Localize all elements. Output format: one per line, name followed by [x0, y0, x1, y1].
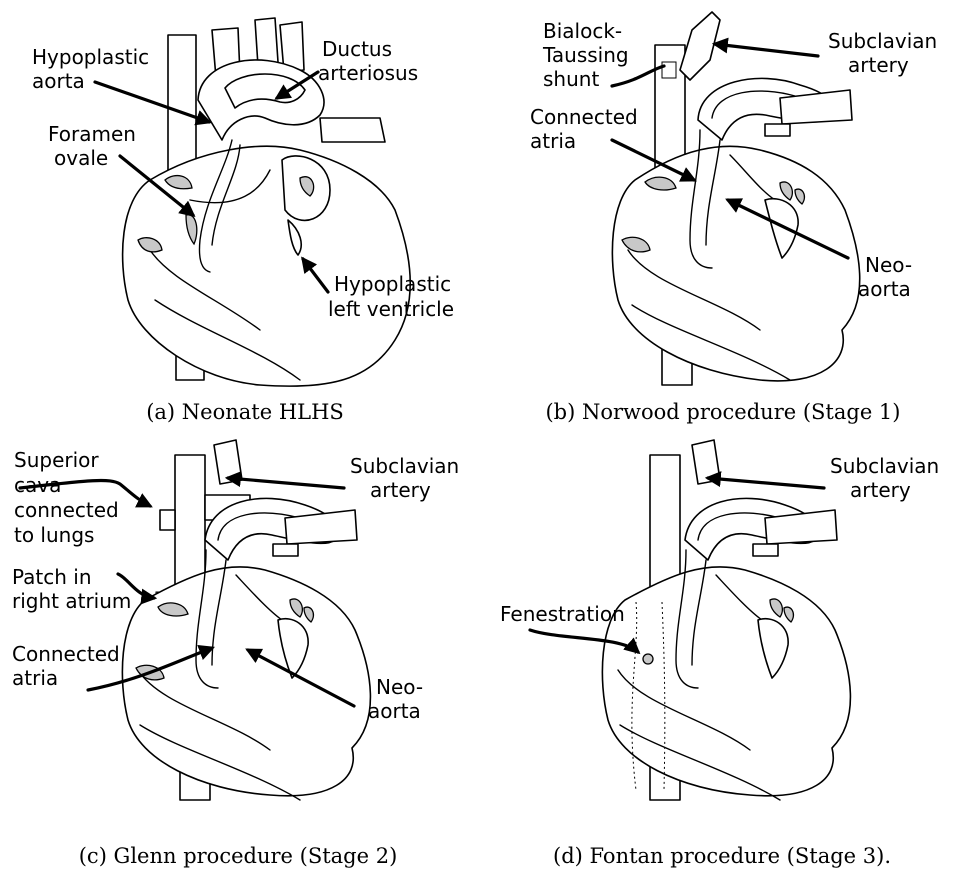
caption-c: (c) Glenn procedure (Stage 2): [79, 844, 398, 868]
panel-c: Superior cava connected to lungs Subclav…: [12, 440, 466, 868]
label-subclavian-artery-c: Subclavian artery: [350, 454, 466, 502]
caption-b: (b) Norwood procedure (Stage 1): [545, 400, 900, 424]
heart-drawing-b: [612, 12, 859, 385]
heart-drawing-c: [122, 440, 370, 800]
heart-drawing-d: [602, 440, 850, 800]
panel-a: Hypoplastic aorta Ductus arteriosus Fora…: [32, 18, 458, 424]
label-neo-aorta-c: Neo- aorta: [368, 675, 429, 723]
label-connected-atria-c: Connected atria: [12, 642, 126, 690]
panel-d: Subclavian artery Fenestration (d) Fonta…: [500, 440, 946, 868]
caption-d: (d) Fontan procedure (Stage 3).: [553, 844, 891, 868]
panel-b: Bialock- Taussing shunt Subclavian arter…: [530, 12, 944, 424]
label-patch-right-atrium: Patch in right atrium: [12, 565, 131, 613]
label-hypoplastic-aorta: Hypoplastic aorta: [32, 45, 156, 93]
caption-a: (a) Neonate HLHS: [146, 400, 344, 424]
label-neo-aorta-b: Neo- aorta: [858, 253, 918, 301]
label-fenestration: Fenestration: [500, 602, 625, 626]
label-hypoplastic-left-ventricle: Hypoplastic left ventricle: [328, 272, 458, 321]
label-superior-cava: Superior cava connected to lungs: [14, 448, 125, 547]
label-subclavian-artery-b: Subclavian artery: [828, 29, 944, 77]
label-subclavian-artery-d: Subclavian artery: [830, 454, 946, 502]
label-shunt: Bialock- Taussing shunt: [542, 19, 635, 91]
label-ductus-arteriosus: Ductus arteriosus: [318, 37, 418, 85]
